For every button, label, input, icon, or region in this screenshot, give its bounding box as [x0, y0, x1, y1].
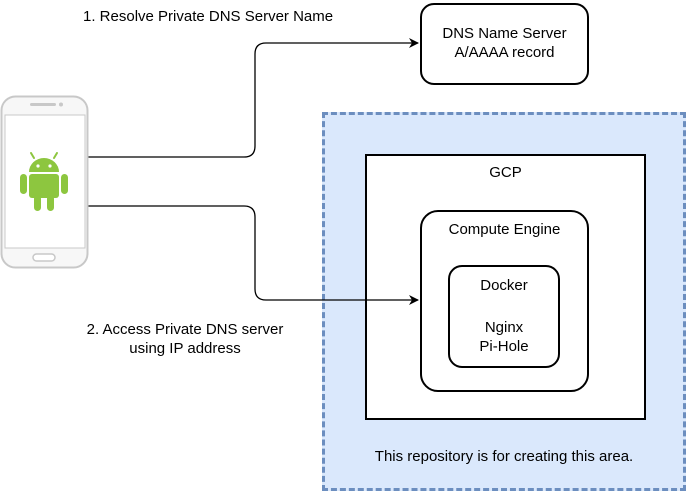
arrow-resolve-dns [88, 38, 419, 158]
repository-caption: This repository is for creating this are… [374, 448, 634, 465]
arrow-access-dns [88, 205, 419, 305]
step2-label-line2: using IP address [129, 340, 241, 357]
step1-label: 1. Resolve Private DNS Server Name [83, 8, 334, 25]
step2-label-line1: 2. Access Private DNS server [86, 321, 284, 338]
pihole-label: Pi-Hole [479, 338, 529, 355]
android-phone-icon [0, 95, 89, 269]
compute-engine-label: Compute Engine [448, 221, 561, 238]
docker-label: Docker [480, 277, 528, 294]
dns-record-label: A/AAAA record [454, 44, 555, 61]
gcp-label: GCP [489, 164, 522, 181]
nginx-label: Nginx [484, 319, 524, 336]
dns-name-server-box [420, 3, 589, 85]
docker-box [448, 265, 560, 368]
dns-name-server-label: DNS Name Server [442, 25, 567, 42]
